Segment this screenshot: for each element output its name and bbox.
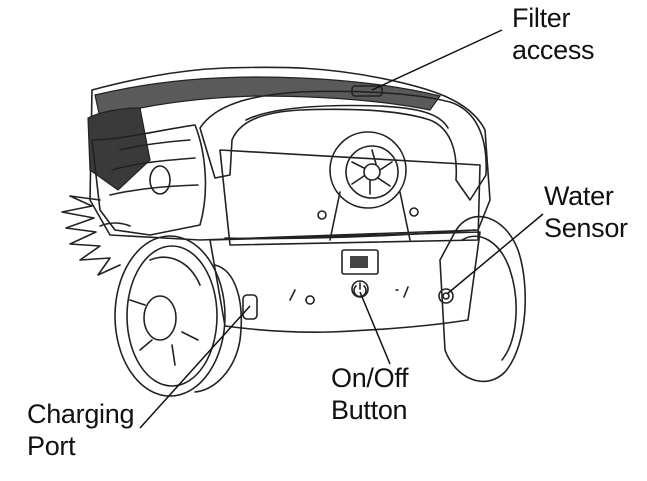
on-off-line1: On/Off bbox=[331, 363, 409, 393]
charging-port-line1: Charging bbox=[27, 399, 135, 429]
water-sensor-icon bbox=[438, 288, 454, 304]
filter-access-latch bbox=[351, 85, 383, 97]
filter-access-line1: Filter bbox=[512, 3, 571, 33]
leader-lines bbox=[139, 29, 544, 429]
water-sensor-line2: Sensor bbox=[544, 213, 628, 243]
water-sensor-label: Water Sensor bbox=[544, 180, 628, 244]
front-panel bbox=[209, 131, 481, 333]
charging-port-line2: Port bbox=[27, 431, 76, 461]
status-window bbox=[350, 256, 368, 268]
charging-port-label: Charging Port bbox=[27, 398, 134, 462]
robot-body bbox=[87, 66, 491, 241]
water-sensor-line1: Water bbox=[544, 181, 614, 211]
charging-port-icon bbox=[242, 294, 258, 320]
left-wheel bbox=[114, 235, 243, 397]
on-off-line2: Button bbox=[331, 395, 408, 425]
filter-access-line2: access bbox=[512, 35, 595, 65]
filter-access-label: Filter access bbox=[512, 2, 595, 66]
on-off-button-label: On/Off Button bbox=[331, 362, 409, 426]
carry-handle bbox=[199, 85, 487, 201]
impeller-icon bbox=[329, 131, 411, 241]
brush-bristles bbox=[61, 195, 131, 276]
